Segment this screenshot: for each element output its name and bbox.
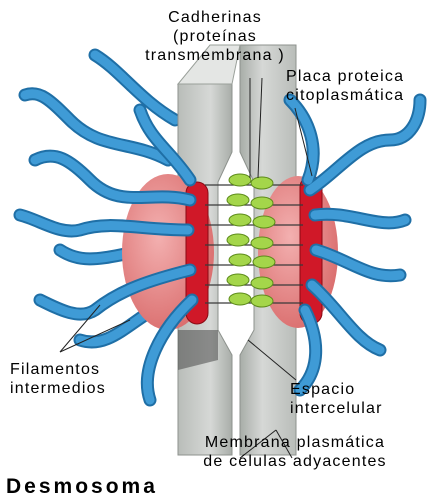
label-membrana-plasmatica: Membrana plasmática de células adyacente…: [160, 433, 430, 471]
diagram-title: Desmosoma: [6, 475, 158, 499]
label-espacio-intercelular: Espacio intercelular: [290, 380, 383, 418]
label-cadherinas: Cadherinas (proteínas transmembrana ): [120, 8, 310, 65]
label-placa-proteica: Placa proteica citoplasmática: [286, 67, 404, 105]
label-filamentos: Filamentos intermedios: [10, 360, 106, 398]
